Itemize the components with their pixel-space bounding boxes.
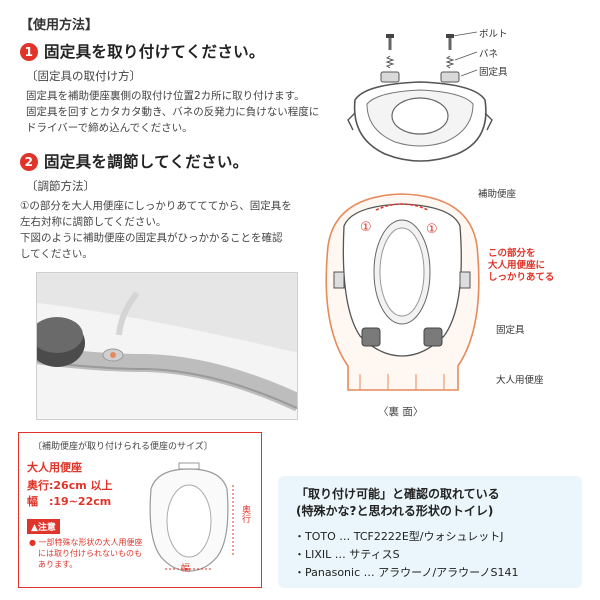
step1-heading: 1 固定具を取り付けてください。 (20, 40, 265, 62)
compat-panel: 「取り付け可能」と確認の取れている (特殊かな?と思われる形状のトイレ) ・TO… (278, 476, 582, 588)
size-diagram (149, 462, 234, 572)
callout-line: しっかりあてる (488, 272, 555, 283)
rear-view-diagram (325, 193, 480, 391)
child-seat-label: 補助便座 (478, 189, 517, 200)
caution-text: ● 一部特殊な形状の大人用便座 には取り付けられないものも あります。 (29, 537, 143, 570)
caution-line: には取り付けられないものも (38, 549, 142, 558)
step2-line: 左右対称に調節してください。 (20, 216, 167, 228)
closeup-photo (36, 272, 298, 420)
compat-list: ・TOTO … TCF2222E型/ウォシュレットJ ・LIXIL … サティス… (294, 528, 519, 582)
step2-number-badge: 2 (20, 153, 38, 171)
step1-line: 固定具を回すとカタカタ動き、バネの反発力に負けない程度に (26, 106, 320, 118)
section-title: 【使用方法】 (20, 18, 99, 33)
compat-heading: 「取り付け可能」と確認の取れている (特殊かな?と思われる形状のトイレ) (296, 486, 500, 520)
marker-left: ① (360, 220, 372, 235)
step1-number-badge: 1 (20, 43, 38, 61)
size-depth: 奥行:26cm 以上 (27, 479, 113, 492)
step2-line: してください。 (20, 248, 93, 260)
size-box: 〔補助便座が取り付けられる便座のサイズ〕 大人用便座 奥行:26cm 以上 幅 … (18, 432, 262, 588)
step1-line: ドライバーで締め込んでください。 (26, 122, 193, 134)
compat-heading-line: (特殊かな?と思われる形状のトイレ) (296, 504, 494, 518)
depth-label: 奥行 (240, 505, 250, 523)
step2-text: ①の部分を大人用便座にしっかりあてててから、固定具を 左右対称に調節してください… (20, 198, 320, 262)
size-heading: 大人用便座 (27, 461, 82, 474)
step2-title: 固定具を調節してください。 (44, 153, 249, 171)
compat-item: ・TOTO … TCF2222E型/ウォシュレットJ (294, 530, 504, 543)
fixture-label: 固定具 (479, 67, 508, 78)
caution-line: あります。 (38, 560, 78, 569)
compat-item: ・LIXIL … サティスS (294, 548, 400, 561)
compat-item: ・Panasonic … アラウーノ/アラウーノS141 (294, 566, 519, 579)
caution-badge: ▲注意 (27, 519, 60, 534)
caution-label: 注意 (37, 523, 56, 533)
spring-label: バネ (479, 49, 499, 60)
caution-line: ● 一部特殊な形状の大人用便座 (29, 538, 143, 547)
callout-text: この部分を 大人用便座に しっかりあてる (488, 248, 554, 284)
fixture-diagram (347, 31, 493, 162)
callout-line: この部分を (488, 248, 536, 259)
rear-caption: 〈裏 面〉 (378, 406, 424, 418)
step1-subhead: 〔固定具の取付け方〕 (26, 69, 141, 83)
bolt-label: ボルト (479, 29, 508, 40)
step1-title: 固定具を取り付けてください。 (44, 43, 265, 61)
callout-line: 大人用便座に (488, 260, 546, 271)
size-width: 幅 :19~22cm (27, 495, 112, 508)
compat-heading-line: 「取り付け可能」と確認の取れている (296, 487, 500, 501)
step1-text: 固定具を補助便座裏側の取付け位置2カ所に取り付けます。 固定具を回すとカタカタ動… (26, 88, 336, 136)
step2-line: ①の部分を大人用便座にしっかりあてててから、固定具を (20, 200, 292, 212)
adult-seat-label: 大人用便座 (496, 375, 544, 386)
closeup-illustration (37, 273, 297, 419)
marker-right: ① (426, 222, 438, 237)
warning-icon: ▲ (31, 523, 38, 533)
fixture-label-rear: 固定具 (496, 325, 525, 336)
step1-line: 固定具を補助便座裏側の取付け位置2カ所に取り付けます。 (26, 90, 305, 102)
width-label: 幅 (181, 564, 191, 574)
step2-heading: 2 固定具を調節してください。 (20, 150, 248, 172)
size-box-title: 〔補助便座が取り付けられる便座のサイズ〕 (33, 442, 213, 452)
step2-line: 下図のように補助便座の固定具がひっかかることを確認 (20, 232, 283, 244)
step2-subhead: 〔調節方法〕 (26, 179, 95, 193)
